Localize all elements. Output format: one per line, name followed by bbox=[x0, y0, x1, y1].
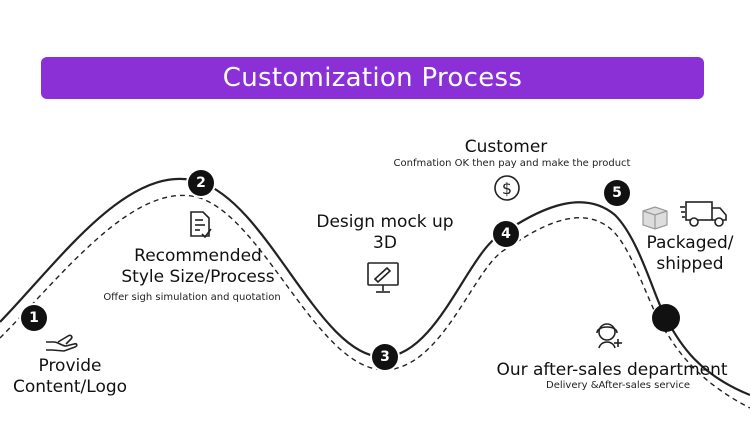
banner-title: Customization Process bbox=[222, 63, 523, 93]
step-2-subtitle: Offer sigh simulation and quotation bbox=[103, 292, 281, 303]
truck-icon bbox=[680, 201, 727, 227]
step-2-label: Recommended Style Size/Process bbox=[121, 246, 275, 287]
box-icon bbox=[642, 206, 668, 230]
step-5-marker: 5 bbox=[604, 180, 630, 206]
title-banner: Customization Process bbox=[41, 57, 704, 99]
step-1-label: Provide Content/Logo bbox=[12, 356, 128, 397]
step-6-subtitle: Delivery &After-sales service bbox=[546, 380, 690, 391]
svg-text:$: $ bbox=[502, 179, 512, 198]
support-agent-icon bbox=[596, 323, 622, 349]
step-4-subtitle: Confmation OK then pay and make the prod… bbox=[393, 158, 631, 169]
step-3-label: Design mock up 3D bbox=[316, 212, 454, 253]
step-5-label: Packaged/ shipped bbox=[646, 233, 734, 274]
dollar-icon: $ bbox=[494, 175, 520, 201]
step-2-marker: 2 bbox=[188, 170, 214, 196]
document-icon bbox=[190, 211, 212, 239]
step-3-marker: 3 bbox=[372, 344, 398, 370]
monitor-icon bbox=[367, 262, 399, 293]
step-4-marker: 4 bbox=[493, 221, 519, 247]
step-4-label: Customer bbox=[464, 137, 548, 157]
step-1-marker: 1 bbox=[21, 305, 47, 331]
hand-icon bbox=[46, 334, 78, 352]
step-6-label: Our after-sales department bbox=[496, 360, 728, 380]
step-6-marker bbox=[652, 304, 680, 332]
